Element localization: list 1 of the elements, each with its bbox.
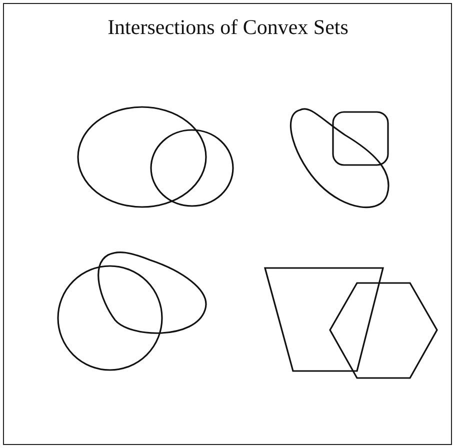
diagram-title: Intersections of Convex Sets <box>106 14 350 40</box>
